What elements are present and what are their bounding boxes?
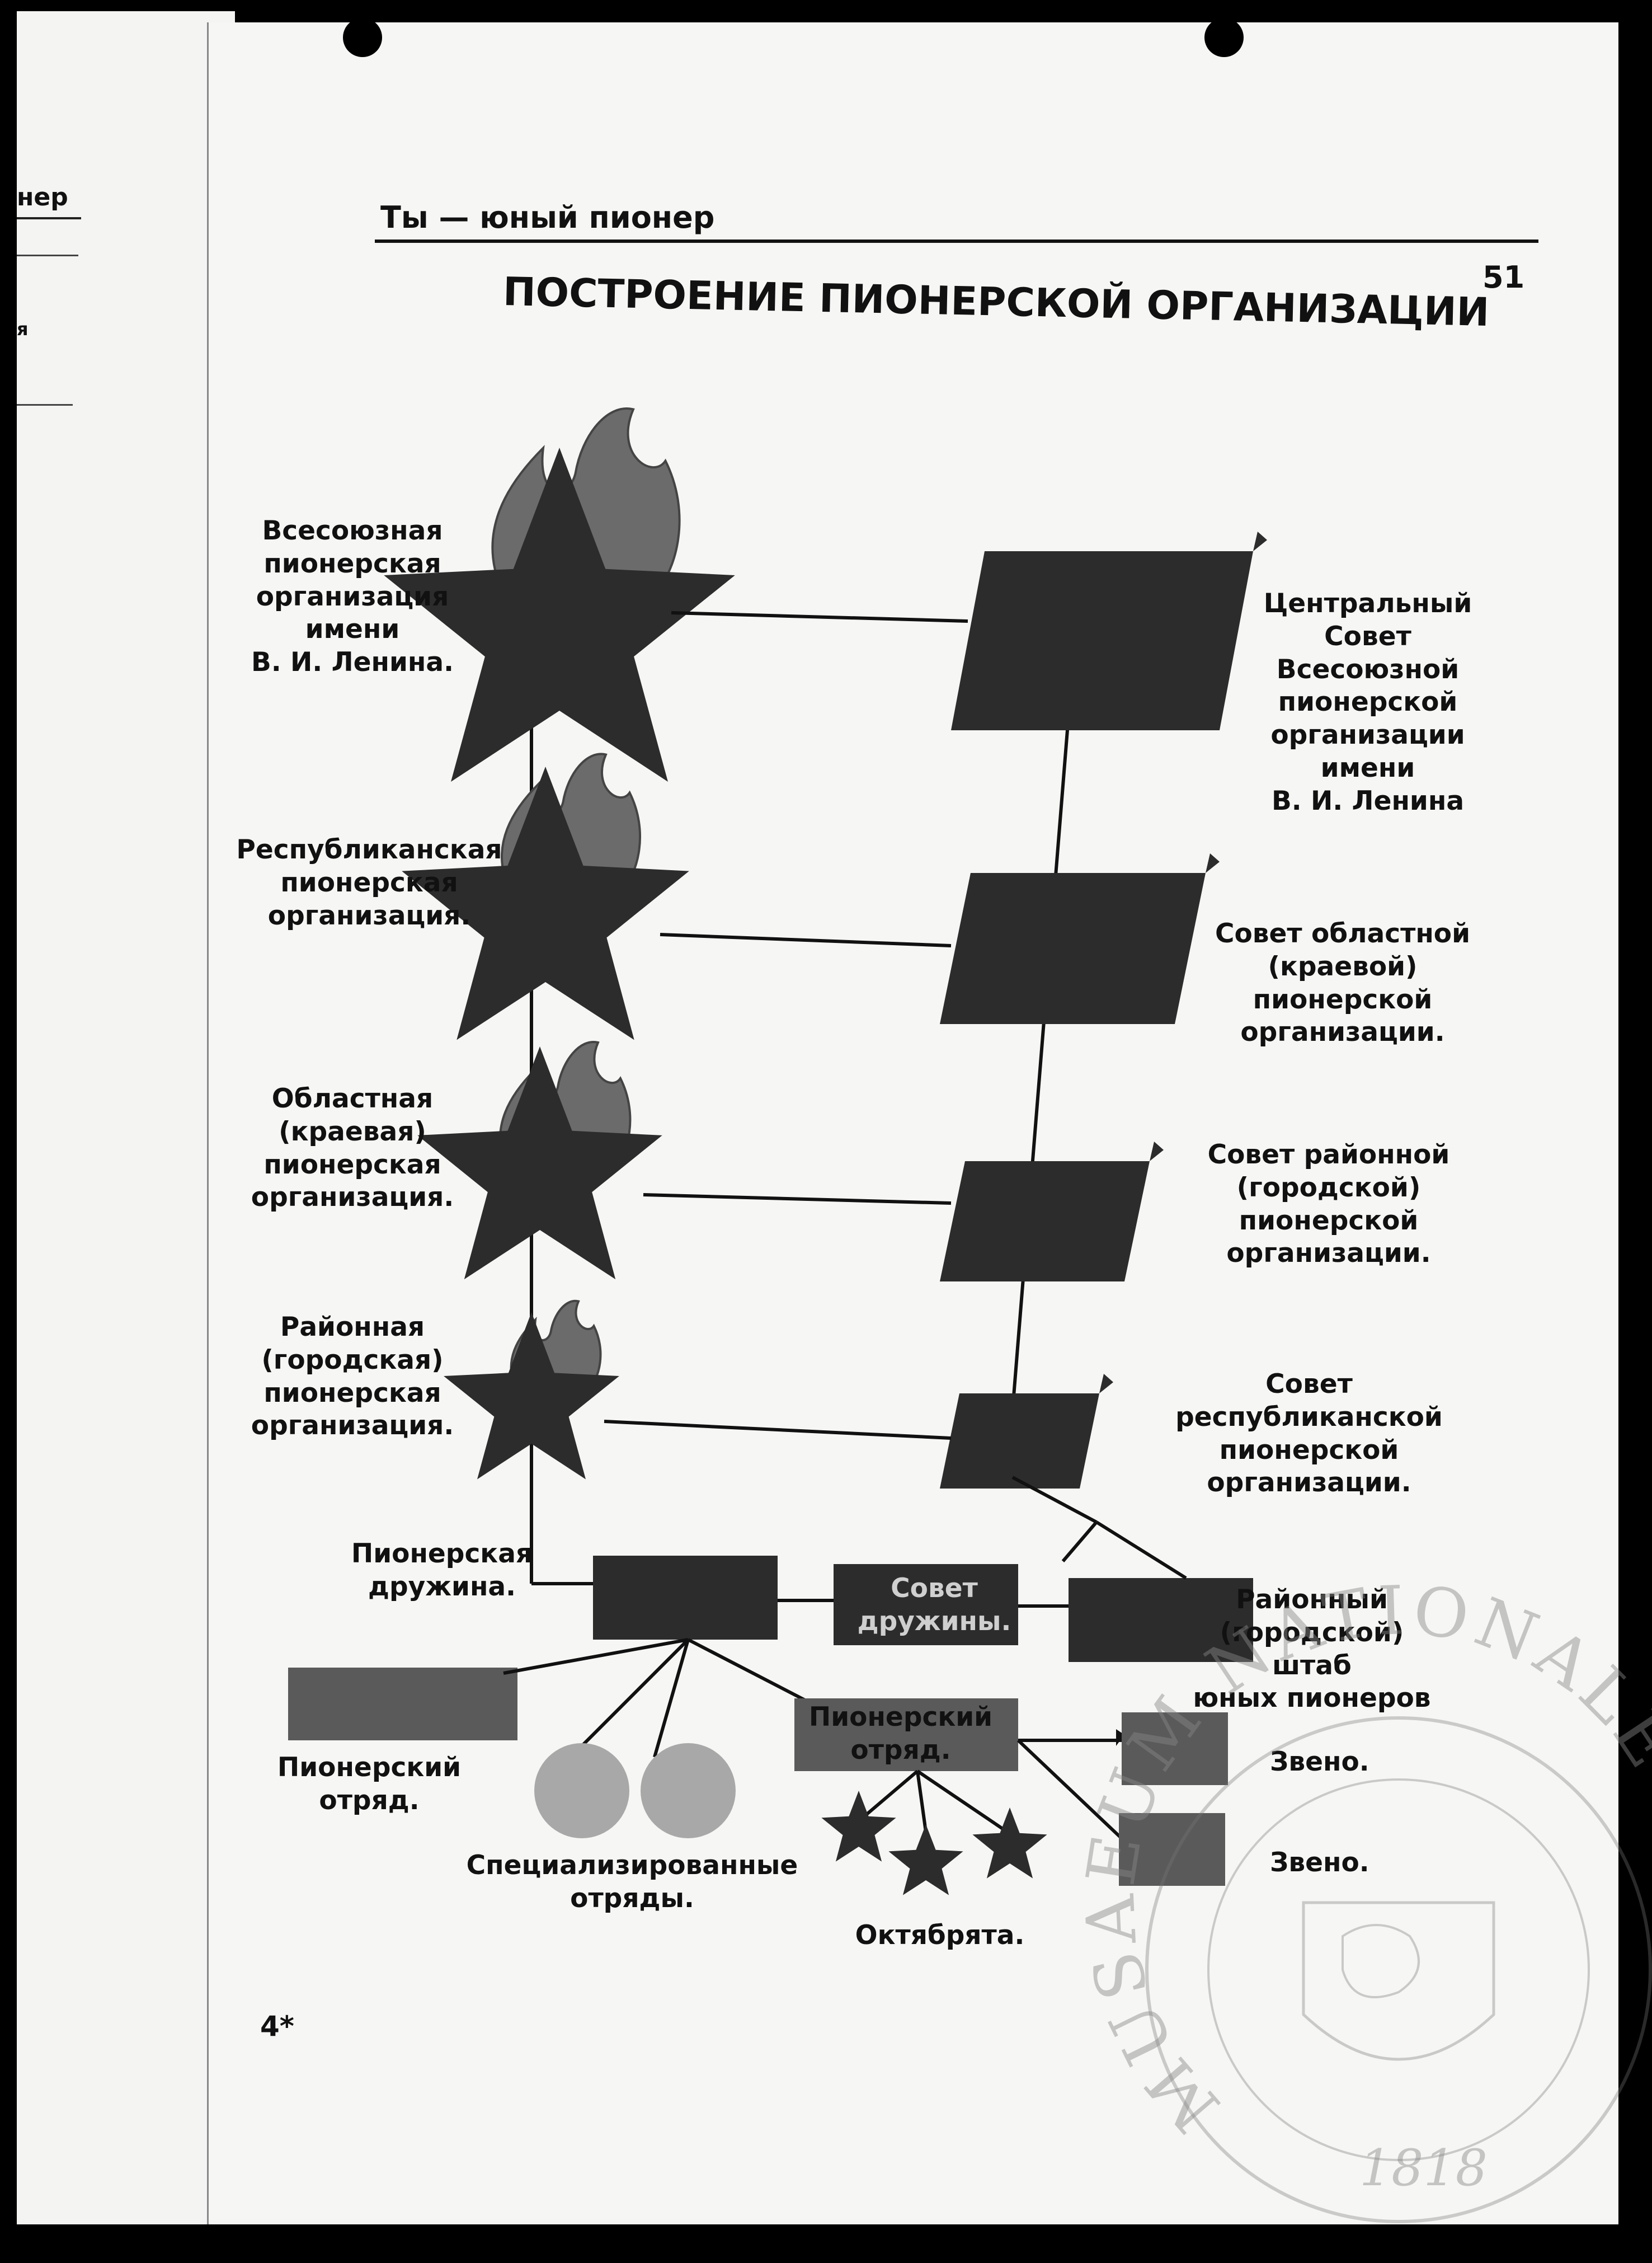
- connector-line: [660, 933, 952, 947]
- page-number: 51: [1482, 260, 1525, 295]
- label-zveno-2: Звено.: [1270, 1847, 1369, 1878]
- flag-tip-icon: [1150, 1142, 1164, 1161]
- label-otryad-left: Пионерский отряд.: [277, 1752, 462, 1816]
- right-spine-line: [1011, 716, 1070, 1411]
- specialized-circle: [534, 1743, 629, 1838]
- zveno-block: [1122, 1712, 1228, 1785]
- star-icon: [384, 448, 735, 782]
- octobrist-star-icon: [888, 1824, 963, 1895]
- flag-tip-icon: [1253, 532, 1267, 551]
- star-icon: [417, 1046, 662, 1280]
- flag-central-council: [951, 551, 1253, 730]
- label-otryad-center: Пионерский отряд.: [808, 1702, 993, 1766]
- adjacent-page-edge: [17, 11, 235, 2224]
- label-oktyabryata: Октябрята.: [855, 1920, 1025, 1951]
- signature-mark: 4*: [260, 2010, 294, 2043]
- connector-line: [604, 1420, 952, 1440]
- running-title: Ты — юный пионер: [380, 200, 715, 235]
- label-druzhina: Пионерская дружина.: [351, 1538, 533, 1602]
- label-regional-council: Совет областной (краевой) пионерской орг…: [1215, 918, 1471, 1048]
- label-all-union-org: Всесоюзная пионерская организация имени …: [251, 515, 454, 678]
- label-district-council: Совет районной (городской) пионерской ор…: [1207, 1139, 1450, 1269]
- punch-hole: [343, 18, 382, 57]
- flag-district-council: [940, 1161, 1150, 1281]
- side-page-rule: [17, 404, 73, 406]
- otryad-center-block: [794, 1698, 1018, 1771]
- connector-line: [1011, 1476, 1098, 1524]
- connector-line: [1016, 1739, 1126, 1843]
- label-specialized: Специализированные отряды.: [466, 1850, 798, 1914]
- label-sovet-druzhiny: Совет дружины.: [857, 1573, 1011, 1637]
- side-page-text: я: [17, 318, 29, 340]
- label-central-council: Центральный Совет Всесоюзной пионерской …: [1263, 588, 1472, 816]
- octobrist-star-icon: [821, 1791, 896, 1862]
- shtab-block: [1069, 1578, 1253, 1662]
- punch-hole: [1204, 18, 1244, 57]
- side-page-rule: [17, 217, 81, 219]
- stamp-year: 1818: [1359, 2139, 1488, 2198]
- side-page-text: нер: [17, 183, 68, 212]
- zveno-block: [1119, 1813, 1225, 1886]
- specialized-circle: [641, 1743, 736, 1838]
- octobrist-star-icon: [972, 1807, 1047, 1879]
- label-district-org: Районная (городская) пионерская организа…: [251, 1312, 454, 1442]
- connector-line: [653, 1639, 690, 1758]
- star-icon: [444, 1312, 619, 1480]
- connector-line: [503, 1638, 689, 1675]
- connector-line: [1095, 1520, 1187, 1580]
- flag-tip-icon: [1206, 853, 1220, 873]
- flag-regional-council: [940, 873, 1206, 1024]
- label-regional-org: Областная (краевая) пионерская организац…: [251, 1083, 454, 1213]
- flag-tip-icon: [1099, 1374, 1113, 1393]
- connector-line: [1061, 1521, 1098, 1562]
- connector-line: [671, 611, 968, 623]
- connector-line: [575, 1638, 690, 1753]
- star-icon: [402, 767, 689, 1040]
- side-page-rule: [17, 255, 78, 256]
- sovet-druzhiny-block: [834, 1564, 1018, 1645]
- connector-line: [860, 1769, 919, 1820]
- otryad-left-block: [288, 1668, 517, 1740]
- connector-line: [916, 1769, 1014, 1837]
- flag-republican-council: [940, 1393, 1099, 1489]
- label-shtab: Районный (городской) штаб юных пионеров: [1193, 1584, 1431, 1714]
- druzhina-block: [593, 1556, 778, 1640]
- header-rule: [375, 240, 1538, 243]
- connector-line: [643, 1193, 952, 1205]
- label-republican-council: Совет республиканской пионерской организ…: [1175, 1369, 1443, 1499]
- label-zveno-1: Звено.: [1270, 1746, 1369, 1777]
- label-republican-org: Республиканская пионерская организация.: [236, 834, 502, 931]
